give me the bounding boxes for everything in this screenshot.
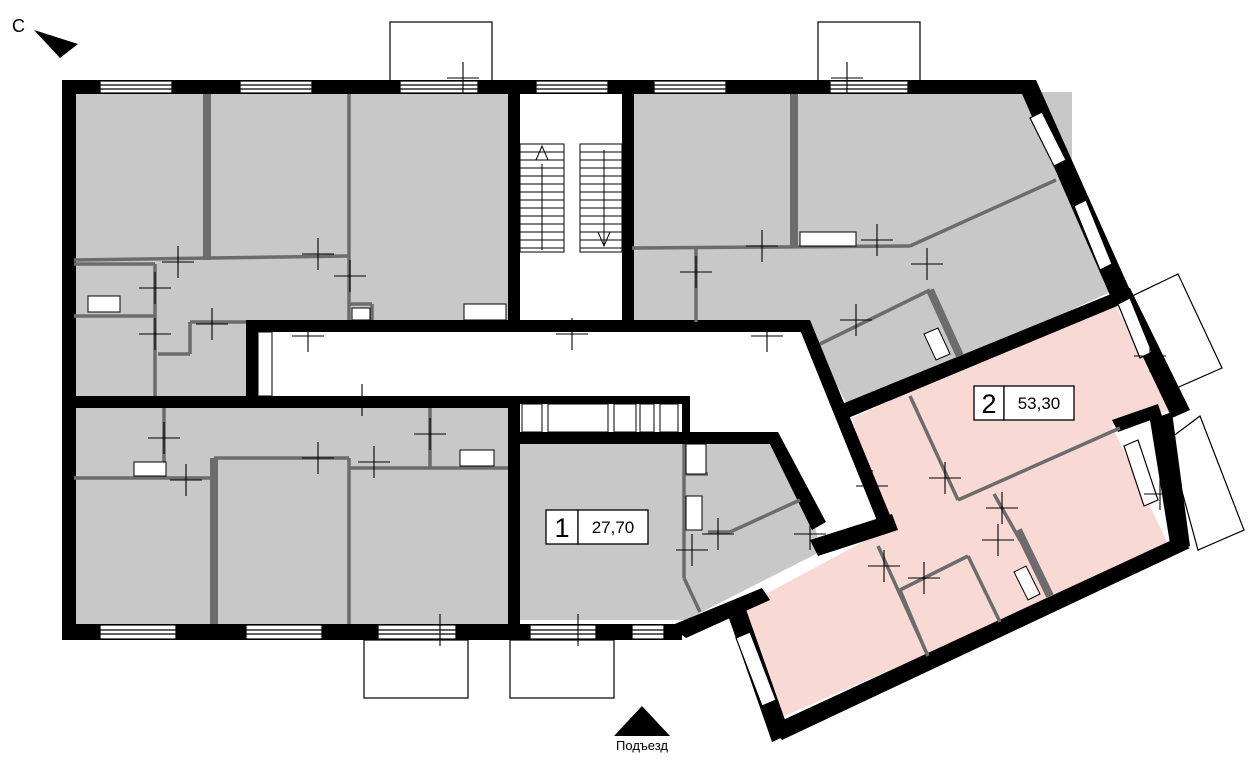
partition xyxy=(631,244,911,250)
wall xyxy=(842,292,1122,418)
window xyxy=(735,631,777,707)
window xyxy=(1123,439,1159,507)
wall xyxy=(1112,404,1162,432)
bathtub xyxy=(459,449,495,467)
corridor-windows xyxy=(257,331,679,433)
partition xyxy=(1014,528,1054,598)
partition xyxy=(682,577,702,613)
bathtub xyxy=(133,461,167,477)
bathtub xyxy=(685,443,707,475)
north-arrow-icon xyxy=(34,30,78,58)
window xyxy=(377,624,457,640)
wall xyxy=(1150,412,1190,556)
stair-flights xyxy=(519,143,623,253)
wall xyxy=(682,396,690,436)
fixtures xyxy=(87,231,1041,601)
window xyxy=(1029,111,1067,167)
partition xyxy=(957,426,1121,502)
corridor-window xyxy=(639,403,655,433)
window xyxy=(535,80,609,94)
entrance: Подъезд xyxy=(614,706,670,753)
compass-label: С xyxy=(12,16,25,36)
bathtub xyxy=(463,303,507,321)
balcony xyxy=(389,21,493,83)
balcony xyxy=(1167,415,1245,551)
balcony xyxy=(509,639,615,699)
entrance-arrow-icon xyxy=(614,706,670,736)
sink xyxy=(351,307,371,321)
partition xyxy=(966,555,1002,623)
wall xyxy=(508,432,778,444)
apartment-number: 2 xyxy=(981,389,996,419)
apartment-area-box xyxy=(577,509,649,545)
wall xyxy=(62,80,76,640)
apartment-2-label[interactable]: 2 53,30 xyxy=(973,385,1075,421)
wall xyxy=(670,588,770,638)
stair-up-arrowhead xyxy=(535,144,549,161)
corridor-window xyxy=(613,403,637,433)
apartment-number-box xyxy=(973,385,1005,421)
wall xyxy=(518,396,686,404)
wall xyxy=(246,320,258,400)
apartment-1-label[interactable]: 1 27,70 xyxy=(545,509,649,545)
window xyxy=(1117,297,1153,359)
balcony xyxy=(363,639,469,699)
corridor-window xyxy=(547,403,609,433)
window xyxy=(529,624,597,640)
balconies xyxy=(363,21,1245,699)
right-block-rooms-angled xyxy=(632,90,1115,410)
corridor-window xyxy=(257,331,273,397)
wall xyxy=(62,396,518,408)
window xyxy=(399,80,479,94)
partition xyxy=(729,498,801,534)
partition xyxy=(819,288,931,346)
partition xyxy=(73,254,350,262)
bathtub xyxy=(799,231,857,247)
corridor-window xyxy=(659,403,679,433)
corridor xyxy=(256,330,880,545)
window xyxy=(829,80,909,94)
doors xyxy=(139,62,1176,646)
balcony xyxy=(817,21,921,83)
apartment-area-box xyxy=(1003,385,1075,421)
wall xyxy=(508,92,520,328)
partition xyxy=(909,178,1057,248)
compass: С xyxy=(12,16,78,58)
window xyxy=(99,80,173,94)
wall xyxy=(246,320,804,332)
bathtub xyxy=(923,327,951,361)
wall xyxy=(764,432,826,530)
partition xyxy=(899,554,969,592)
wall xyxy=(62,624,682,640)
window xyxy=(653,80,727,94)
bathtub xyxy=(1013,565,1041,601)
windows xyxy=(99,80,1159,707)
apartment-area: 53,30 xyxy=(1018,394,1061,413)
wall xyxy=(796,320,892,528)
apartment-area: 27,70 xyxy=(592,518,635,537)
entrance-label: Подъезд xyxy=(616,738,668,753)
window xyxy=(99,624,177,640)
wall xyxy=(622,92,634,328)
window xyxy=(239,80,313,94)
apartment-number: 1 xyxy=(554,513,569,543)
wall xyxy=(508,396,520,628)
window xyxy=(1073,199,1113,271)
partition xyxy=(926,288,964,358)
corridor-window xyxy=(521,403,543,433)
bathtub xyxy=(685,495,703,531)
apartment-1-fill xyxy=(518,442,820,620)
stair-flight xyxy=(579,143,623,253)
window xyxy=(245,624,323,640)
wall xyxy=(810,514,898,556)
partition xyxy=(898,589,928,653)
window xyxy=(631,624,665,640)
stair-down-arrowhead xyxy=(597,231,611,248)
partition xyxy=(908,395,960,501)
bathtub xyxy=(87,295,121,313)
wall xyxy=(770,540,1190,740)
